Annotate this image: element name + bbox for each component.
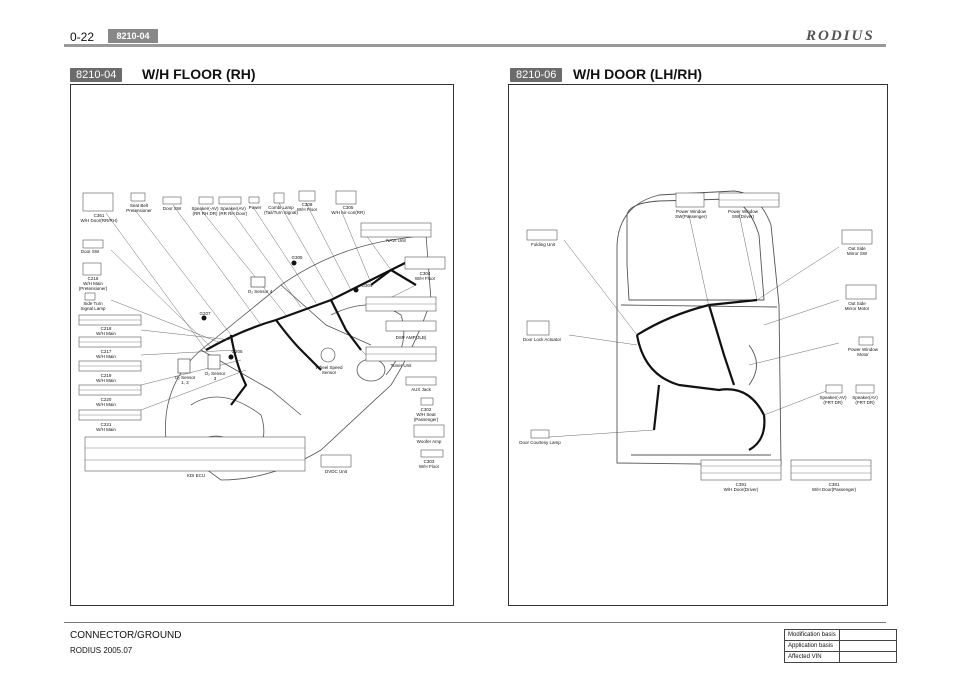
connector-blocks-left: [78, 190, 446, 472]
label-c216: C216 W/H Main (Pretensioner): [78, 276, 108, 291]
door-connector-pins: [701, 199, 871, 474]
label-pw-driver: Power Window SW(Driver): [727, 209, 758, 219]
label-c218: C218 W/H Main: [96, 326, 116, 336]
label-o2-3: O₂ Sensor 3: [204, 371, 226, 381]
left-diagram-panel: C361 W/H Door(RR/RH) Seat Belt Pretensio…: [70, 84, 454, 606]
footer-section: CONNECTOR/GROUND: [70, 630, 182, 641]
label-c391: C391 W/H Door(Driver): [723, 482, 759, 492]
door-leader-lines: [548, 212, 840, 438]
label-seat-belt: Seat Belt Pretensioner: [126, 203, 152, 213]
sensor-icons: [177, 276, 336, 374]
label-c381: C381 W/H Door(Passenger): [811, 482, 857, 492]
label-g205: G205: [231, 349, 243, 354]
label-power: Power: [248, 205, 262, 210]
label-c220: C220 W/H Main: [96, 397, 116, 407]
label-speaker-pos: Speaker(AV) (RR RH Door): [218, 206, 248, 216]
ground-points: [201, 260, 359, 360]
header-rule: [64, 44, 886, 47]
label-g207: G207: [199, 311, 211, 316]
door-harness-diagram: [526, 190, 877, 481]
label-out-mirror-sw: Out Side Mirror SW: [846, 246, 868, 256]
label-c308: C308 W/H Floor: [296, 202, 318, 212]
label-navi: NAVI Unit: [386, 238, 406, 243]
leader-lines: [105, 202, 417, 411]
floor-harness-diagram: [78, 190, 446, 481]
label-c303: C303 W/H Floor: [418, 459, 440, 469]
label-dsp-amp: DSP AMP(JLB): [395, 335, 427, 340]
label-ecu: KDI ECU: [186, 473, 206, 478]
label-dvdc: DVDC Unit: [324, 469, 347, 474]
section-tag: 8210-04: [108, 29, 158, 43]
door-harness: [635, 298, 766, 451]
label-g304: G304: [361, 283, 373, 288]
label-c219: C219 W/H Main: [96, 373, 116, 383]
modification-basis-label: Modification basis: [784, 629, 840, 641]
right-section-title: W/H DOOR (LH/RH): [573, 66, 703, 82]
affected-vin-label: Affected VIN: [784, 651, 840, 663]
label-courtesy-lamp: Door Courtesy Lamp: [519, 440, 561, 445]
label-woofer: Woofer Amp: [416, 439, 442, 444]
label-door-sw: Door SW: [80, 249, 100, 254]
application-basis-label: Application basis: [784, 640, 840, 652]
left-section-title: W/H FLOOR (RH): [142, 66, 256, 82]
label-out-mirror-motor: Out Side Mirror Motor: [844, 301, 870, 311]
label-c305: C305 W/H Air-con(RR): [331, 205, 365, 215]
label-c361: C361 W/H Door(RR/RH): [80, 213, 118, 223]
label-combi-lamp: Combi Lamp (Tail/Turn Signal): [264, 205, 298, 215]
left-section-badge: 8210-04: [70, 68, 123, 82]
connector-pins: [79, 229, 436, 461]
door-outline: [616, 190, 782, 466]
label-o2-12: O₂ Sensor 1, 2: [174, 375, 196, 385]
label-c302: C302 W/H Seat (Passenger): [413, 407, 439, 422]
label-door-lock: Door Lock Actuator: [522, 337, 562, 342]
label-pw-passenger: Power Window SW(Passenger): [675, 209, 707, 219]
label-c221: C221 W/H Main: [96, 422, 116, 432]
footer-edition: RODIUS 2005.07: [70, 646, 133, 655]
door-connector-blocks: [526, 192, 877, 481]
right-section-badge: 8210-06: [510, 68, 563, 82]
label-g305: G305: [291, 255, 303, 260]
label-c217: C217 W/H Main: [96, 349, 116, 359]
label-folding: Folding Unit: [530, 242, 555, 247]
label-tuner: Tuner Unit: [390, 363, 412, 368]
label-speaker-neg: Speaker(-AV) (RR RH DR): [191, 206, 219, 216]
label-o2-4: O₂ Sensor 4: [247, 289, 273, 294]
label-side-turn: Side Turn Signal Lamp: [80, 301, 106, 311]
right-diagram-panel: Power Window SW(Passenger) Power Window …: [508, 84, 888, 606]
modification-table: Modification basis Application basis Aff…: [784, 629, 897, 663]
label-speaker-neg-frt: Speaker(-AV) (FRT DR): [819, 395, 847, 405]
page-number: 0-22: [70, 30, 95, 44]
label-pw-motor: Power Window Motor: [847, 347, 878, 357]
harness-floor: [205, 259, 417, 406]
label-aux-jack: AUX Jack: [411, 387, 431, 392]
label-c304: C304 W/H Floor: [414, 271, 436, 281]
footer-rule: [64, 622, 886, 623]
label-speaker-pos-frt: Speaker(AV) (FRT DR): [852, 395, 878, 405]
label-wheel-speed: Wheel Speed Sensor: [315, 365, 343, 375]
label-door-sw-top: Door SW: [162, 206, 182, 211]
brand-logo: RODIUS: [806, 28, 875, 44]
